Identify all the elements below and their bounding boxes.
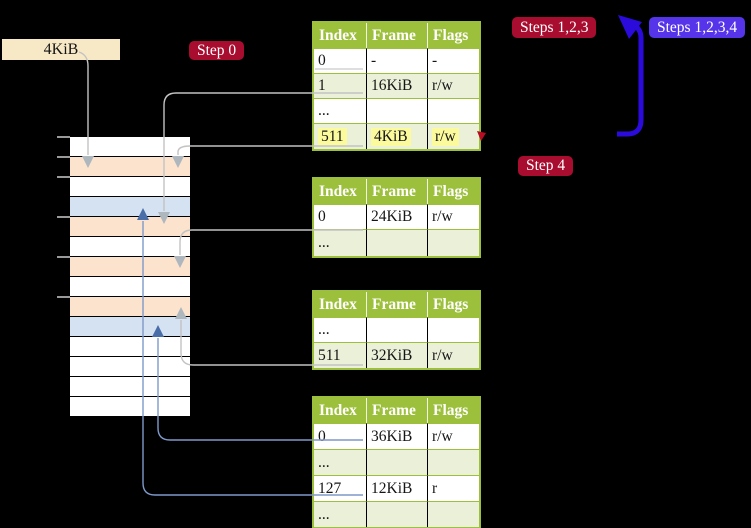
frame-size-label: 4KiB [2, 39, 120, 60]
cell-frame: 24KiB [367, 204, 428, 229]
header-index: Index [314, 398, 367, 423]
address-tick [57, 156, 70, 158]
memory-frame-row-white [70, 377, 190, 396]
cell-index: 0 [314, 423, 367, 449]
memory-frame-row-white [70, 137, 190, 156]
cell-index: ... [314, 229, 367, 256]
cell-frame: 36KiB [367, 423, 428, 449]
cell-flags [428, 229, 479, 256]
badge-steps-1-2-3: Steps 1,2,3 [512, 17, 597, 38]
cell-index-highlighted: 511 [314, 123, 367, 149]
cell-flags: r/w [428, 204, 479, 229]
cell-frame [367, 229, 428, 256]
header-flags: Flags [428, 292, 479, 317]
page-table-level3: Index Frame Flags 0 24KiB r/w ... [312, 177, 481, 258]
cell-flags: r/w [428, 423, 479, 449]
cell-frame-highlighted: 4KiB [367, 123, 428, 149]
memory-frame-row-peach [70, 297, 190, 316]
cell-flags-highlighted: r/w [428, 123, 479, 149]
recursive-loop-arrowhead-icon [618, 15, 642, 39]
cell-flags: r/w [428, 342, 479, 368]
cell-frame: 12KiB [367, 475, 428, 501]
memory-frame-row-white [70, 357, 190, 376]
cell-flags [428, 98, 479, 123]
memory-frame-row-peach [70, 217, 190, 236]
address-tick [57, 176, 70, 178]
cell-frame: 16KiB [367, 73, 428, 98]
memory-frame-row-peach [70, 257, 190, 276]
header-index: Index [314, 23, 367, 48]
cell-index: 127 [314, 475, 367, 501]
badge-step-0: Step 0 [189, 41, 245, 60]
header-index: Index [314, 179, 367, 204]
memory-frame-row-white [70, 177, 190, 196]
memory-frame-row-blue [70, 317, 190, 336]
memory-frame-row-white [70, 237, 190, 256]
physical-memory-column [70, 137, 190, 417]
page-table-level2: Index Frame Flags ... 511 32KiB r/w [312, 290, 481, 370]
header-frame: Frame [367, 398, 428, 423]
cell-flags: - [428, 48, 479, 73]
cell-frame: 32KiB [367, 342, 428, 368]
cell-flags [428, 501, 479, 527]
memory-frame-row-white [70, 277, 190, 296]
header-index: Index [314, 292, 367, 317]
address-tick [57, 136, 70, 138]
cell-frame [367, 317, 428, 342]
cell-index: ... [314, 98, 367, 123]
cell-flags: r/w [428, 73, 479, 98]
header-flags: Flags [428, 179, 479, 204]
cell-frame: - [367, 48, 428, 73]
memory-frame-row-peach [70, 157, 190, 176]
cell-flags: r [428, 475, 479, 501]
header-flags: Flags [428, 23, 479, 48]
page-table-level4: Index Frame Flags 0 - - 1 16KiB r/w ... … [312, 21, 481, 151]
memory-frame-row-white [70, 337, 190, 356]
header-frame: Frame [367, 179, 428, 204]
badge-steps-1-2-3-4: Steps 1,2,3,4 [649, 17, 746, 38]
cell-index: ... [314, 317, 367, 342]
address-tick [57, 296, 70, 298]
address-tick [57, 256, 70, 258]
page-table-level1: Index Frame Flags 0 36KiB r/w ... 127 12… [312, 396, 481, 528]
header-frame: Frame [367, 23, 428, 48]
badge-step-4: Step 4 [518, 156, 574, 176]
memory-frame-row-white [70, 397, 190, 416]
cell-index: 1 [314, 73, 367, 98]
cell-flags [428, 317, 479, 342]
recursive-loop-arrow-icon [617, 21, 644, 137]
header-flags: Flags [428, 398, 479, 423]
cell-flags [428, 449, 479, 475]
cell-index: 0 [314, 48, 367, 73]
memory-frame-row-blue [70, 197, 190, 216]
address-tick [57, 216, 70, 218]
cell-frame [367, 501, 428, 527]
cell-index: ... [314, 501, 367, 527]
cell-index: ... [314, 449, 367, 475]
cell-frame [367, 98, 428, 123]
cell-frame [367, 449, 428, 475]
cell-index: 511 [314, 342, 367, 368]
cell-index: 0 [314, 204, 367, 229]
header-frame: Frame [367, 292, 428, 317]
